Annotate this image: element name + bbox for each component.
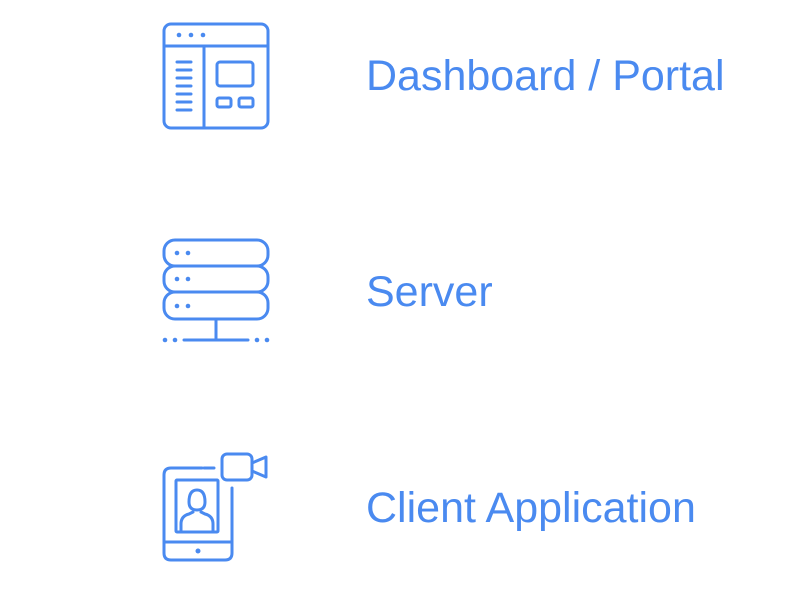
dashboard-icon (160, 20, 272, 132)
dashboard-label: Dashboard / Portal (366, 52, 725, 100)
legend-item-client-application: Client Application (0, 448, 792, 568)
legend-item-dashboard: Dashboard / Portal (0, 16, 792, 136)
client-application-label: Client Application (366, 484, 696, 532)
server-icon (160, 236, 272, 348)
legend-item-server: Server (0, 232, 792, 352)
mobile-video-call-icon (160, 452, 272, 564)
server-label: Server (366, 268, 493, 316)
